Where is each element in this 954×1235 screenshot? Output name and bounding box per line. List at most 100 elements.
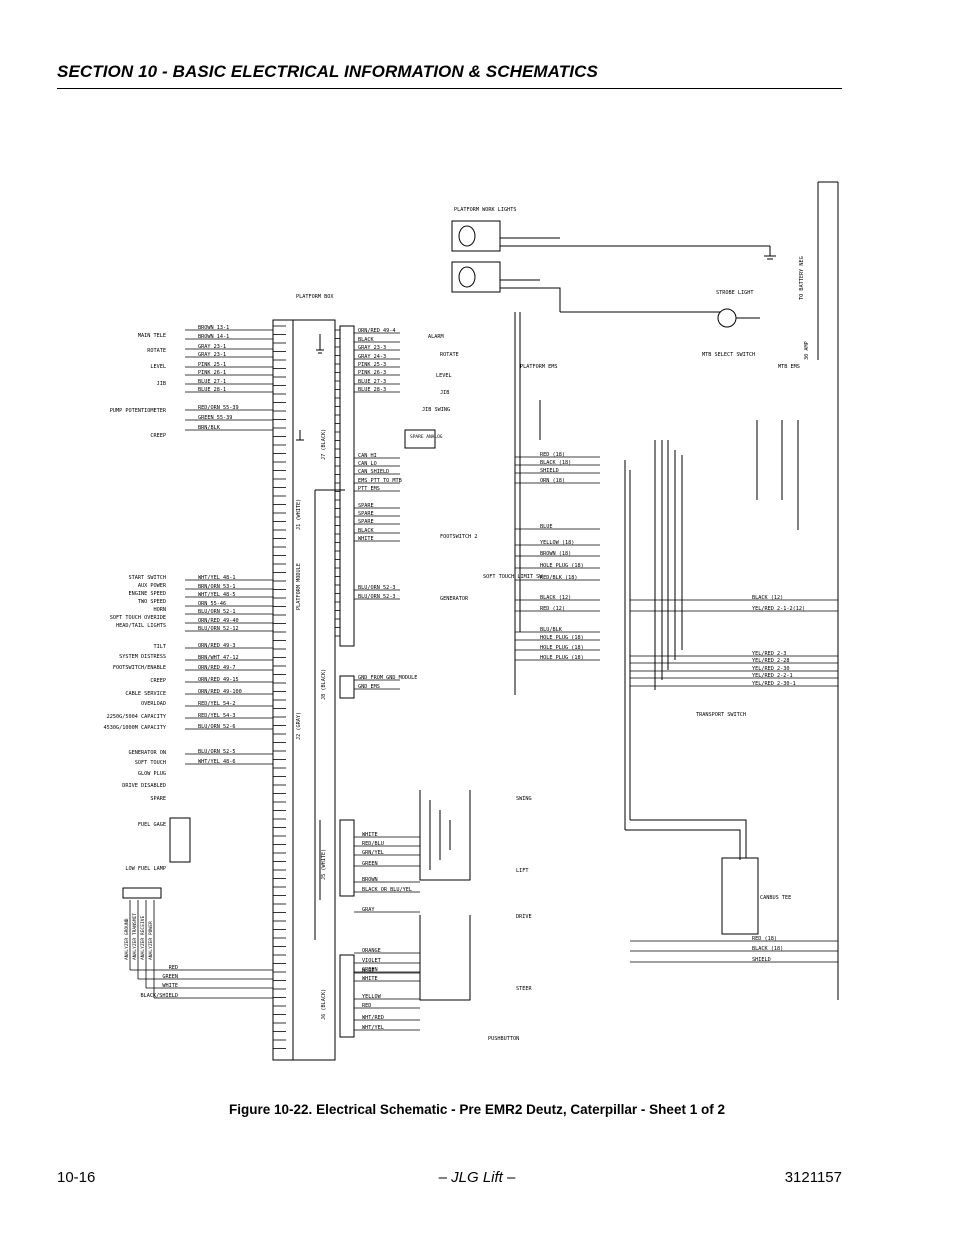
left-label-10: HORN — [154, 607, 167, 613]
bus-wire-3: ORN (18) — [540, 478, 565, 484]
right-wire-4: PINK 25-3 — [358, 362, 386, 368]
left-label-20: 4530G/1000M CAPACITY — [104, 725, 167, 731]
right-wire-19: BLU/ORN 52-3 — [358, 594, 395, 600]
label-generator: GENERATOR — [440, 596, 469, 602]
label-spare-analog: SPARE ANALOG — [410, 434, 443, 440]
left-wire-1: BROWN 14-1 — [198, 334, 229, 340]
work-light-1 — [451, 220, 501, 252]
joystick-wire-10: GREEN — [362, 967, 378, 973]
label-jib: JIB — [440, 390, 449, 396]
joystick-wire-8: BLUE — [362, 968, 375, 974]
left-label-1: ROTATE — [147, 348, 166, 354]
left-label-12: HEAD/TAIL LIGHTS — [116, 623, 166, 629]
left-wire-20: ORN/RED 49-7 — [198, 665, 235, 671]
bus-wire-9: BLACK (12) — [540, 595, 571, 601]
label-rotate: ROTATE — [440, 352, 459, 358]
bus-wire-1: BLACK (18) — [540, 460, 571, 466]
bus-wire-8: RED/BLK (18) — [540, 575, 577, 581]
left-label-26: LOW FUEL LAMP — [125, 866, 166, 872]
left-wire-15: BLU/ORN 52-1 — [198, 609, 235, 615]
left-label-17: CABLE SERVICE — [125, 691, 166, 697]
strobe-light — [717, 308, 737, 328]
joystick-wire-9: VIOLET — [362, 958, 381, 964]
left-wire-19: BRN/WHT 47-12 — [198, 655, 239, 661]
right-wire-15: SPARE — [358, 519, 374, 525]
label-platform-box: PLATFORM BOX — [296, 294, 334, 300]
footer-brand: – JLG Lift – — [438, 1169, 516, 1186]
bus-wire-11: BLU/BLK — [540, 627, 563, 633]
label-strobe-light: STROBE LIGHT — [716, 290, 753, 296]
joystick-wire-7: ORANGE — [362, 948, 381, 954]
left-wire-10: BRN/BLK — [198, 425, 221, 431]
bus-wire-4: BLUE — [540, 524, 553, 530]
left-wire-21: ORN/RED 49-15 — [198, 677, 239, 683]
far-right-wire-1: YEL/RED 2-1-2(12) — [752, 606, 805, 612]
left-label-0: MAIN TELE — [138, 333, 166, 339]
left-label-18: OVERLOAD — [141, 701, 166, 707]
left-wire-14: ORN 55-46 — [198, 601, 226, 607]
work-light-2 — [451, 261, 501, 293]
connector-j5 — [339, 819, 355, 897]
right-wire-7: BLUE 28-3 — [358, 387, 386, 393]
left-wire-8: RED/ORN 55-39 — [198, 405, 239, 411]
right-wire-3: GRAY 24-3 — [358, 354, 386, 360]
canbus-tee — [721, 857, 759, 935]
left-label-19: 2250G/5004 CAPACITY — [107, 714, 167, 720]
right-wire-2: GRAY 23-3 — [358, 345, 386, 351]
joystick-wire-1: RED/BLU — [362, 841, 384, 847]
bus-wire-14: HOLE PLUG (18) — [540, 655, 584, 661]
left-wire-27: WHT/YEL 48-6 — [198, 759, 235, 765]
joystick-label-0: SWING — [516, 796, 532, 802]
right-wire-17: WHITE — [358, 536, 374, 542]
platform-module-box — [272, 319, 294, 1061]
left-label-16: CREEP — [150, 678, 166, 684]
analyzer-label-1: ANALYZER TRANSMIT — [132, 913, 138, 960]
bus-wire-0: RED (18) — [540, 452, 565, 458]
left-label-13: TILT — [154, 644, 167, 650]
header-rule — [57, 88, 842, 89]
label-fuse: 30 AMP — [804, 341, 810, 360]
joystick-wire-12: YELLOW — [362, 994, 382, 1000]
label-soft-touch-limit: SOFT TOUCH LIMIT SW — [483, 574, 543, 580]
analyzer-wire-0: RED — [169, 965, 178, 971]
connector-j7 — [339, 325, 355, 647]
joystick-label-3: STEER — [516, 986, 532, 992]
label-level: LEVEL — [436, 373, 452, 379]
left-label-11: SOFT TOUCH OVERIDE — [110, 615, 166, 621]
joystick-label-4: PUSHBUTTON — [488, 1036, 519, 1042]
joystick-wire-14: WHT/RED — [362, 1015, 384, 1021]
figure-caption: Figure 10-22. Electrical Schematic - Pre… — [229, 1102, 725, 1117]
left-label-6: START SWITCH — [129, 575, 166, 581]
label-alarm: ALARM — [428, 334, 444, 340]
connector-j8 — [339, 675, 355, 699]
label-mtb-ems: MTB EMS — [778, 364, 800, 370]
right-wire-13: SPARE — [358, 503, 374, 509]
right-wire-10: CAN SHIELD — [358, 469, 389, 475]
left-label-3: JIB — [157, 381, 166, 387]
left-wire-26: BLU/ORN 52-5 — [198, 749, 235, 755]
analyzer-wire-1: GREEN — [162, 974, 178, 980]
far-right-wire-6: YEL/RED 2-30-1 — [752, 681, 796, 687]
analyzer-label-0: ANALYZER GROUND — [124, 918, 130, 960]
label-platform-ems: PLATFORM EMS — [520, 364, 557, 370]
left-wire-16: ORN/RED 49-40 — [198, 618, 239, 624]
left-wire-6: BLUE 27-1 — [198, 379, 226, 385]
left-wire-25: BLU/ORN 52-6 — [198, 724, 235, 730]
connector-label-4: J5 (WHITE) — [321, 849, 327, 880]
analyzer-wire-3: BLACK/SHIELD — [141, 993, 178, 999]
left-label-15: FOOTSWITCH/ENABLE — [113, 665, 166, 671]
connector-label-2: J7 (BLACK) — [321, 429, 327, 460]
left-label-2: LEVEL — [150, 364, 166, 370]
far-right-wire-7: RED (18) — [752, 936, 777, 942]
right-wire-1: BLACK — [358, 337, 374, 343]
left-label-21: GENERATOR ON — [129, 750, 166, 756]
left-wire-7: BLUE 28-1 — [198, 387, 226, 393]
left-wire-3: GRAY 23-1 — [198, 352, 226, 358]
page-number: 10-16 — [57, 1169, 96, 1186]
bus-wire-10: RED (12) — [540, 606, 565, 612]
connector-label-0: J1 (WHITE) — [296, 499, 302, 530]
right-wire-9: CAN LO — [358, 461, 377, 467]
right-wire-14: SPARE — [358, 511, 374, 517]
right-wire-6: BLUE 27-3 — [358, 379, 386, 385]
